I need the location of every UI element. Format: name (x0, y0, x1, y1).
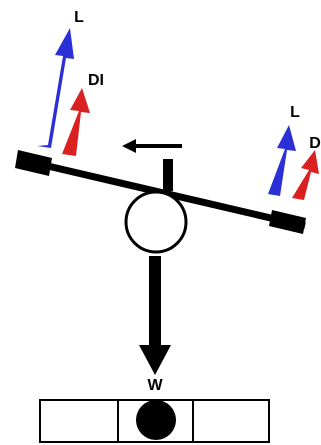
weight-label: W (147, 377, 163, 394)
weight-arrow-shaft (149, 256, 161, 346)
right-lift-arrow (268, 125, 296, 196)
right-drag-arrow (292, 150, 319, 200)
left-end-block (15, 150, 52, 176)
right-end-block (269, 210, 306, 234)
left-lift-arrow (37, 28, 74, 148)
left-drag-arrow (62, 88, 90, 156)
pivot-post (163, 159, 173, 191)
motion-arrowhead (122, 139, 136, 153)
weight-arrowhead (139, 345, 171, 375)
left-drag-label: DI (88, 72, 104, 89)
pivot-circle (124, 190, 188, 254)
base-ball (136, 400, 176, 440)
base-box-left (39, 399, 119, 443)
right-drag-label: D (309, 135, 321, 152)
right-lift-label: L (290, 104, 300, 121)
base-box-right (192, 399, 270, 443)
left-lift-label: L (74, 9, 84, 26)
